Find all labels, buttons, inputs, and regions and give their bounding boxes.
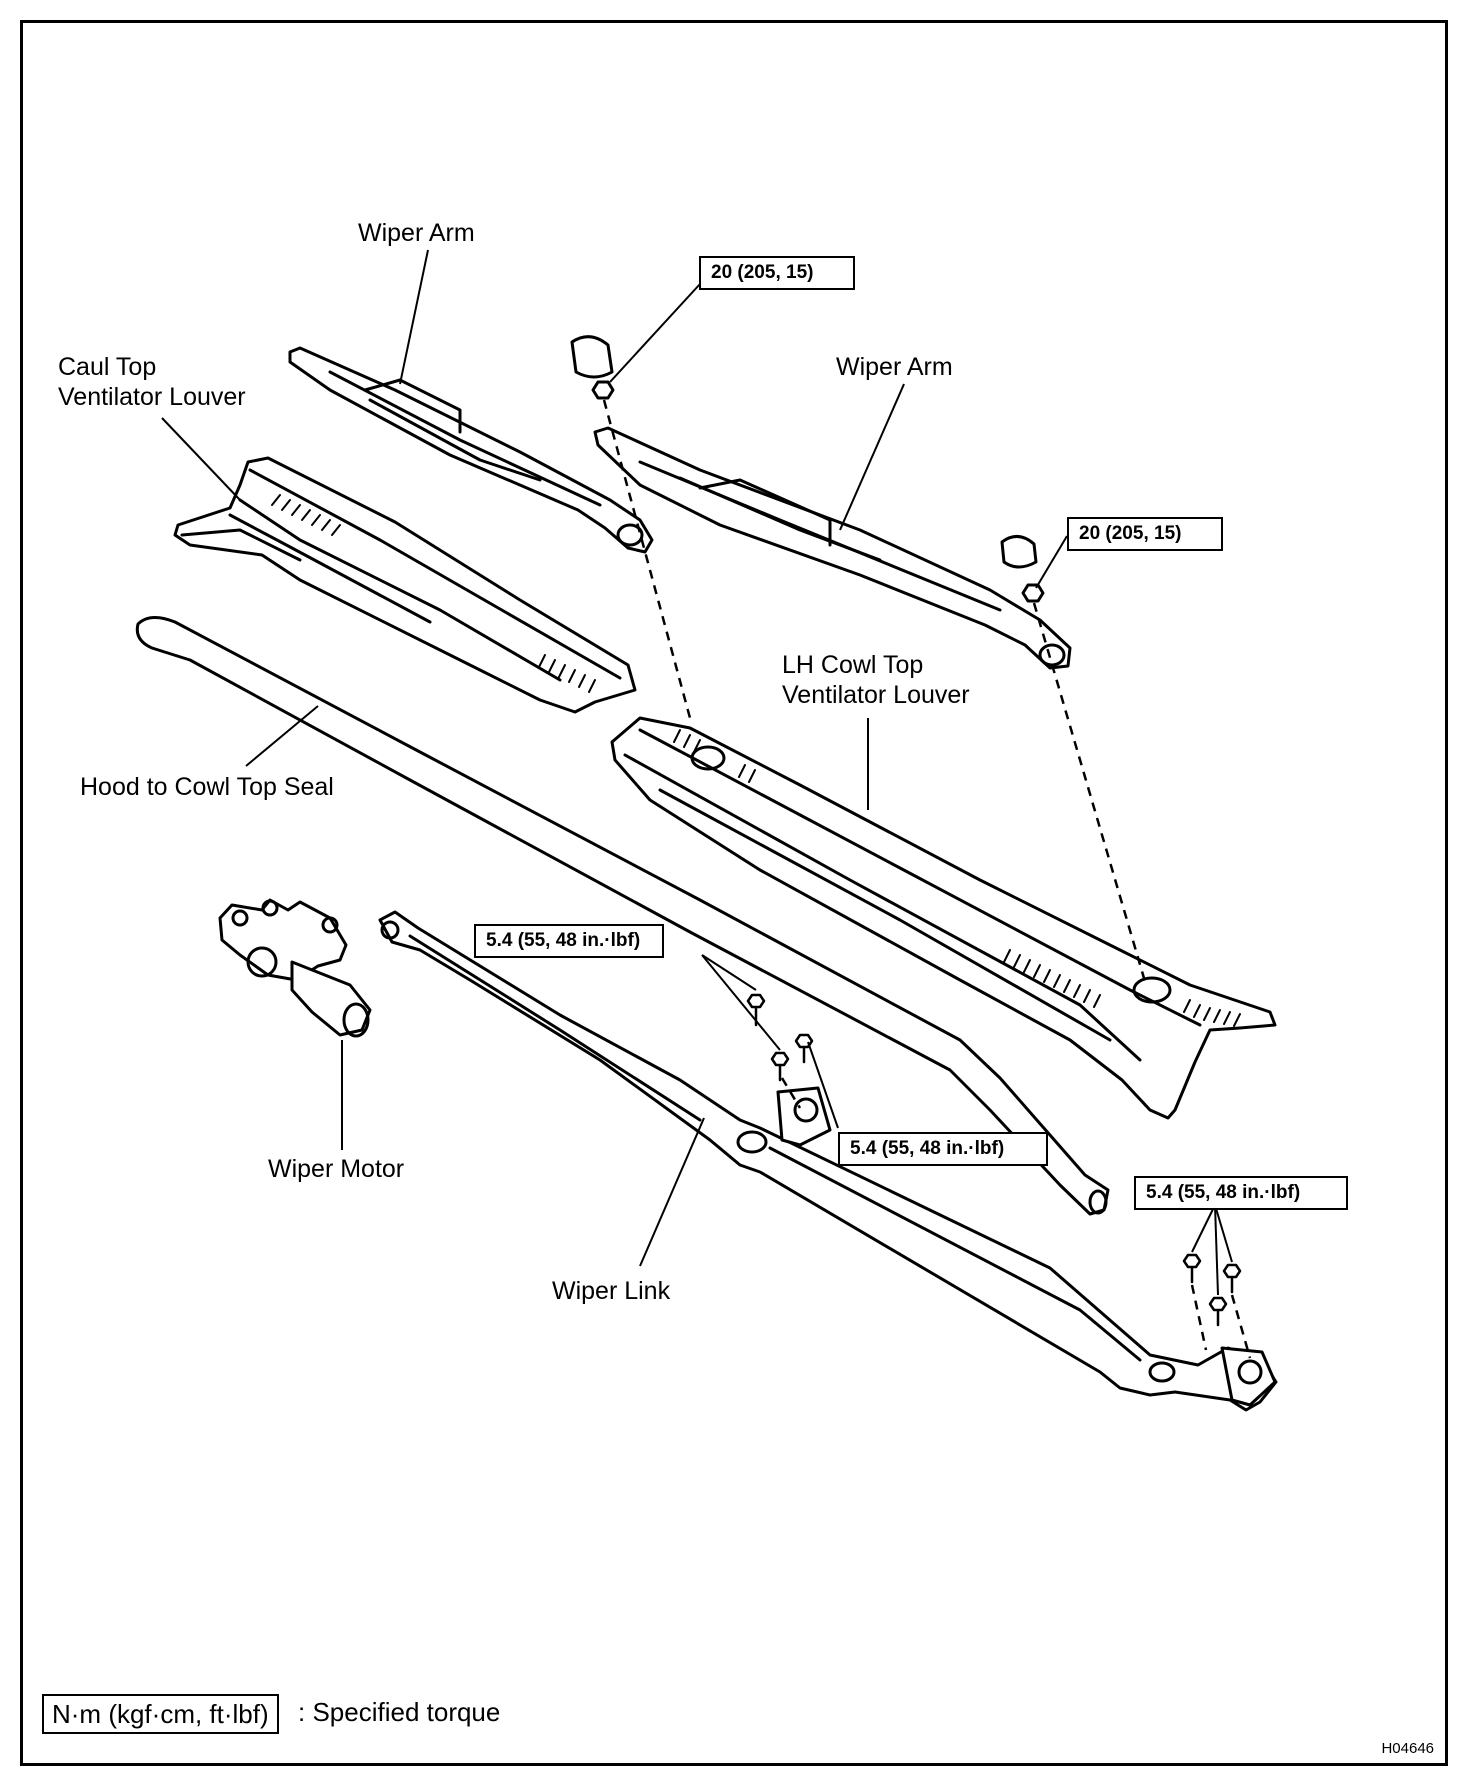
torque-link-bolts-center: 5.4 (55, 48 in.·lbf) — [838, 1132, 1048, 1166]
lh-cowl-top-ventilator-louver — [610, 716, 1277, 1120]
figure-id: H04646 — [1381, 1740, 1434, 1757]
label-caul-louver-line2: Ventilator Louver — [58, 383, 246, 411]
diagram-frame — [20, 20, 1448, 1766]
legend-unit-box: N·m (kgf·cm, ft·lbf) — [42, 1694, 279, 1734]
legend-meaning: : Specified torque — [298, 1697, 501, 1727]
arm-caps-and-nuts — [570, 335, 1045, 603]
label-caul-louver-line1: Caul Top — [58, 353, 157, 381]
label-hood-seal: Hood to Cowl Top Seal — [80, 773, 334, 801]
link-bolts — [746, 993, 1242, 1327]
label-wiper-arm-right: Wiper Arm — [836, 353, 953, 381]
torque-link-bolts-left: 5.4 (55, 48 in.·lbf) — [474, 924, 664, 958]
leader-lines — [161, 249, 1233, 1296]
wiper-arm-left — [288, 346, 654, 554]
label-wiper-motor: Wiper Motor — [268, 1155, 405, 1183]
assembly-lines — [602, 399, 1252, 1359]
torque-link-bolts-right: 5.4 (55, 48 in.·lbf) — [1134, 1176, 1348, 1210]
wiper-link — [378, 910, 1278, 1412]
label-wiper-link: Wiper Link — [552, 1277, 671, 1305]
hood-to-cowl-top-seal — [135, 616, 1110, 1216]
label-lh-louver-line2: Ventilator Louver — [782, 681, 970, 709]
torque-arm-nut-left: 20 (205, 15) — [699, 256, 855, 290]
caul-top-ventilator-louver — [173, 456, 637, 714]
label-lh-louver-line1: LH Cowl Top — [782, 651, 924, 679]
torque-arm-nut-right: 20 (205, 15) — [1067, 517, 1223, 551]
wiper-motor — [218, 898, 372, 1038]
label-wiper-arm-left: Wiper Arm — [358, 219, 475, 247]
